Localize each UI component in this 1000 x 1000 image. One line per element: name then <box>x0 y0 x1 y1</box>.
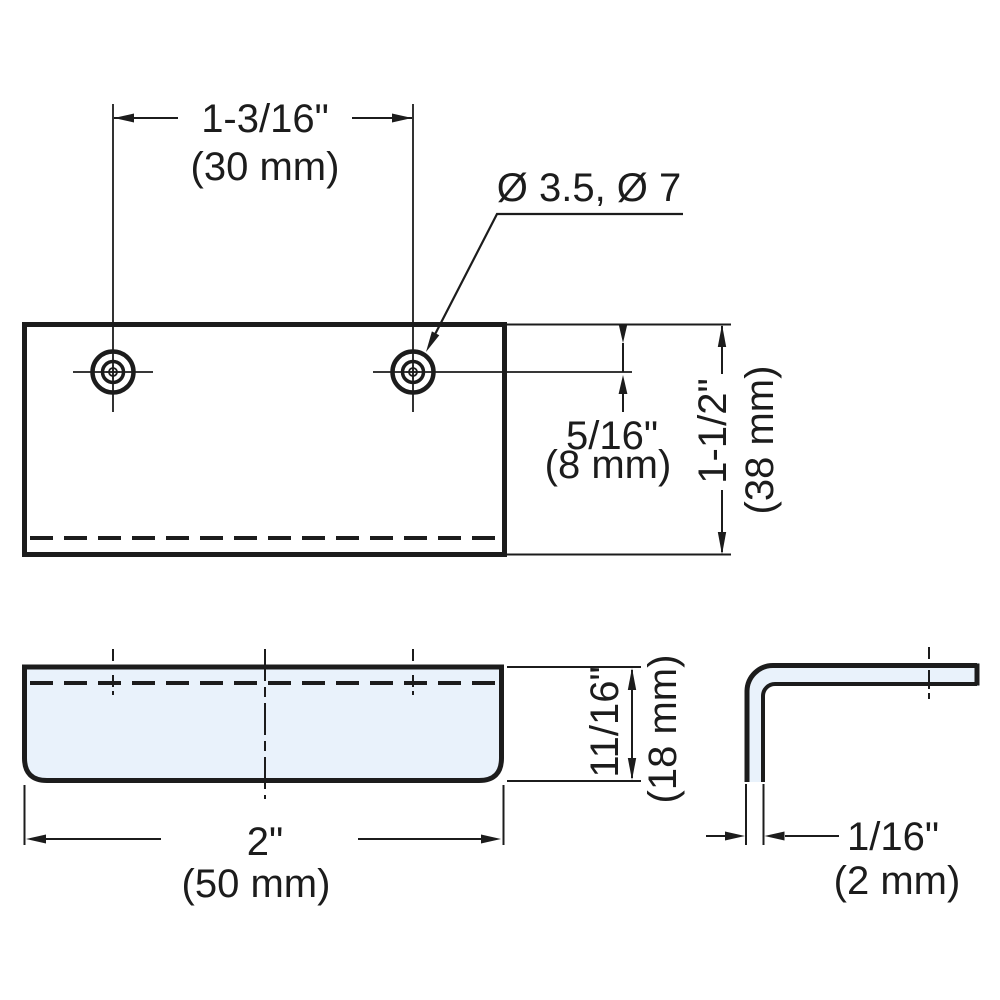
arrowhead-right <box>392 113 412 123</box>
dim-hole-offset-mm: (8 mm) <box>545 443 672 487</box>
extension-lines <box>507 666 641 782</box>
side-view: 1/16" (2 mm) <box>706 647 980 903</box>
dimension-plate-depth: 1-1/2" (38 mm) <box>691 324 782 555</box>
arrowhead-down <box>717 532 727 555</box>
dim-hole-offset-inch: 5/16" <box>566 414 658 458</box>
dim-plate-depth-inch: 1-1/2" <box>691 378 735 483</box>
dim-height-inch: 11/16" <box>583 666 627 777</box>
dim-plate-depth-mm: (38 mm) <box>738 366 782 515</box>
dim-hole-diameters: Ø 3.5, Ø 7 <box>497 166 682 210</box>
arrowhead-right <box>725 831 745 841</box>
dim-thickness-mm: (2 mm) <box>834 859 961 903</box>
dimension-hole-edge-offset: 5/16" (8 mm) <box>545 324 672 487</box>
arrowhead-down <box>618 324 628 343</box>
extension-lines <box>745 784 765 845</box>
extension-lines <box>23 785 505 845</box>
arrowhead-right <box>481 834 501 844</box>
front-view-body-outline <box>22 664 504 783</box>
arrowhead-left <box>114 113 134 123</box>
dim-height-mm: (18 mm) <box>641 655 685 804</box>
leader-line <box>428 212 683 347</box>
side-view-profile-fill <box>745 663 979 782</box>
arrowhead-up <box>618 375 628 394</box>
dim-hole-spacing-mm: (30 mm) <box>191 145 340 189</box>
callout-hole-diameters: Ø 3.5, Ø 7 <box>426 166 683 352</box>
dimension-hole-spacing: 1-3/16" (30 mm) <box>114 97 412 189</box>
dim-width-mm: (50 mm) <box>182 862 331 906</box>
dimension-front-height: 11/16" (18 mm) <box>507 655 685 804</box>
front-view-body-fill <box>24 667 502 781</box>
arrowhead-up <box>627 668 637 690</box>
side-view-inner-contour <box>761 682 977 782</box>
screw-hole-right <box>390 349 436 395</box>
side-view-outer-contour <box>744 663 977 782</box>
dim-hole-spacing-inch: 1-3/16" <box>201 97 329 141</box>
arrowhead-left <box>26 834 46 844</box>
screw-hole-left <box>90 349 136 395</box>
dimension-overall-width: 2" (50 mm) <box>23 785 505 906</box>
dimension-material-thickness: 1/16" (2 mm) <box>706 784 960 903</box>
top-view-plate-outline <box>22 322 507 557</box>
leader-arrowhead <box>426 331 440 352</box>
top-view: 1-3/16" (30 mm) Ø 3.5, Ø 7 5/16" (8 mm) … <box>22 97 782 557</box>
arrowhead-up <box>717 324 727 347</box>
arrowhead-left <box>764 831 785 841</box>
dim-thickness-inch: 1/16" <box>847 815 939 859</box>
front-view: 2" (50 mm) 11/16" (18 mm) <box>22 649 685 906</box>
arrowhead-down <box>627 758 637 780</box>
dim-width-inch: 2" <box>247 820 283 864</box>
